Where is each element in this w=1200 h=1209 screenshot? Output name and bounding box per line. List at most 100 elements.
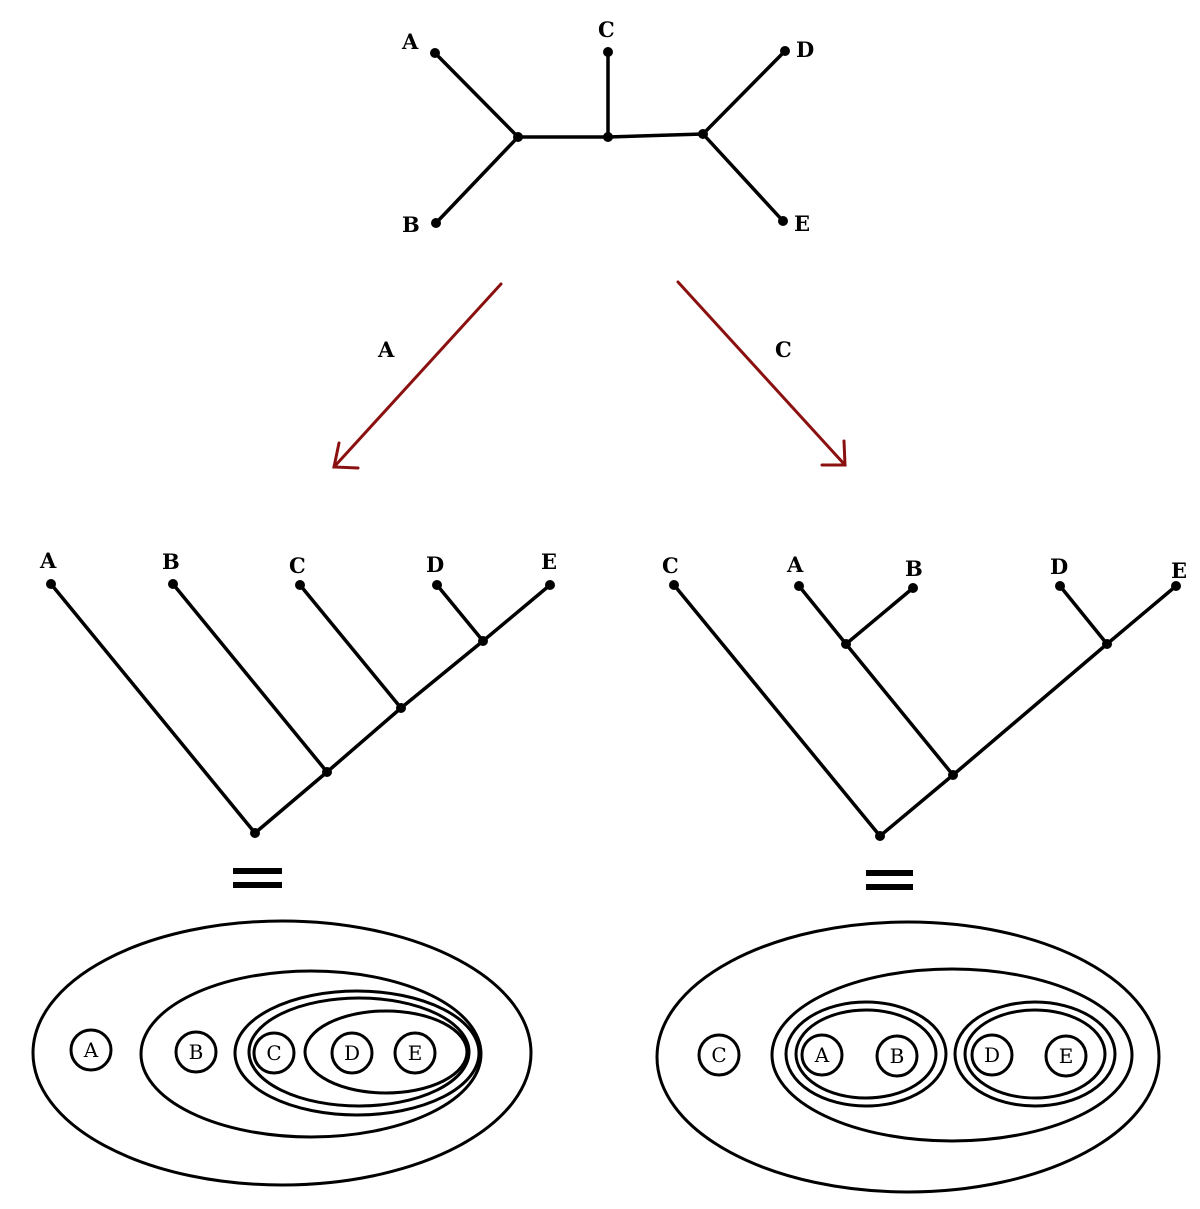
rooted-left-node	[545, 580, 555, 590]
left-arrow-shaft	[332, 282, 503, 469]
rooted-right-edge	[878, 773, 955, 838]
rooted-left-node	[46, 579, 56, 589]
leaf-circle-a	[69, 1028, 113, 1072]
right-arrow-shaft	[676, 280, 847, 467]
rooted-left-edge	[253, 770, 329, 835]
rooted-right-edge	[1058, 584, 1109, 646]
rooted-right-edge	[672, 583, 882, 838]
rooted-left-node	[168, 579, 178, 589]
rooted-right-leaf-label: B	[905, 556, 923, 581]
set-de	[303, 1009, 469, 1095]
rooted-left-edge	[325, 706, 403, 774]
unrooted-edge	[433, 51, 520, 139]
leaf-circle-b	[875, 1034, 919, 1078]
unrooted-node	[430, 48, 440, 58]
venn-left-leaf-label: A	[83, 1038, 99, 1062]
rooted-right-edge	[844, 642, 955, 777]
rooted-right-node	[948, 770, 958, 780]
rooted-left-edge	[481, 583, 552, 643]
rooted-right-node	[841, 639, 851, 649]
rooted-left-node	[322, 767, 332, 777]
rooted-right-node	[669, 580, 679, 590]
rooted-right-edge	[797, 584, 848, 646]
set-abcde	[31, 919, 533, 1187]
rooted-left-leaf-label: B	[162, 549, 180, 574]
rooted-left-leaf-label: E	[541, 549, 557, 574]
rooted-left-leaf-label: D	[426, 552, 444, 577]
venn-left-leaf-label: D	[344, 1041, 360, 1065]
unrooted-leaf-label: E	[794, 211, 810, 236]
venn-right-leaf-label: E	[1059, 1044, 1074, 1068]
unrooted-leaf-label: C	[598, 17, 615, 42]
rooted-left-node	[250, 828, 260, 838]
unrooted-node	[698, 129, 708, 139]
set-cde-inner	[247, 996, 471, 1108]
set-cde-outer	[233, 989, 481, 1117]
unrooted-leaf-label: B	[402, 212, 420, 237]
rooted-right-node	[875, 831, 885, 841]
leaf-circle-c	[252, 1031, 296, 1075]
rooted-left-edge	[298, 583, 403, 710]
unrooted-node	[780, 46, 790, 56]
leaf-circle-a	[800, 1033, 844, 1077]
unrooted-edge	[434, 135, 520, 225]
rooted-right-leaf-label: D	[1050, 554, 1068, 579]
venn-left-leaf-label: C	[266, 1041, 281, 1065]
equals-sign-left	[233, 868, 282, 888]
rooted-right-node	[1055, 581, 1065, 591]
rooted-left-edge	[435, 583, 485, 643]
rooted-right-node	[1102, 639, 1112, 649]
rooted-left-leaf-label: C	[289, 553, 306, 578]
leaf-circle-d	[330, 1031, 374, 1075]
rooted-tree-right: C A B D E	[662, 552, 1187, 841]
set-cabde	[655, 920, 1161, 1194]
venn-right-leaf-label: D	[984, 1043, 1000, 1067]
unrooted-node	[603, 47, 613, 57]
unrooted-edge	[701, 132, 785, 223]
unrooted-node	[603, 132, 613, 142]
rooted-left-edge	[171, 582, 329, 774]
unrooted-node	[431, 218, 441, 228]
rooted-right-node	[908, 583, 918, 593]
rooted-left-leaf-label: A	[39, 548, 57, 573]
left-arrow-label: A	[377, 337, 395, 362]
rooted-left-node	[295, 580, 305, 590]
rooted-right-leaf-label: A	[786, 552, 804, 577]
venn-right-leaf-label: A	[814, 1043, 830, 1067]
leaf-circle-b	[174, 1030, 218, 1074]
equals-sign-right	[866, 870, 913, 890]
rooted-right-edge	[844, 586, 915, 646]
rooted-right-node	[1171, 581, 1181, 591]
rooting-arrows: A C	[332, 280, 847, 470]
venn-left-leaf-label: E	[408, 1041, 423, 1065]
unrooted-edge	[606, 132, 705, 139]
set-de-outer	[953, 1000, 1117, 1108]
set-ab-outer	[784, 1000, 948, 1108]
venn-right-leaf-label: C	[711, 1043, 726, 1067]
rooted-right-edge	[1105, 584, 1178, 646]
unrooted-edge	[701, 49, 787, 136]
leaf-circle-e	[1044, 1034, 1088, 1078]
venn-right: C A B D E	[655, 920, 1161, 1194]
venn-left-leaf-label: B	[189, 1040, 204, 1064]
rooted-left-node	[432, 580, 442, 590]
venn-left: A B C D E	[31, 919, 533, 1187]
set-abde	[770, 967, 1134, 1143]
rooted-tree-left: A B C D E	[39, 548, 557, 838]
venn-right-leaf-label: B	[890, 1044, 905, 1068]
leaf-circle-d	[970, 1033, 1014, 1077]
leaf-circle-c	[697, 1033, 741, 1077]
right-arrow-head	[820, 439, 847, 467]
right-arrow	[676, 280, 847, 467]
unrooted-leaf-label: A	[401, 29, 419, 54]
set-bcde	[139, 969, 483, 1139]
rooted-left-node	[478, 636, 488, 646]
set-de-inner	[963, 1008, 1107, 1100]
rooted-left-edge	[399, 639, 485, 710]
unrooted-node	[513, 132, 523, 142]
rooted-right-node	[794, 581, 804, 591]
rooted-right-leaf-label: C	[662, 553, 679, 578]
left-arrow	[332, 282, 503, 470]
rooted-left-edge	[49, 582, 257, 835]
